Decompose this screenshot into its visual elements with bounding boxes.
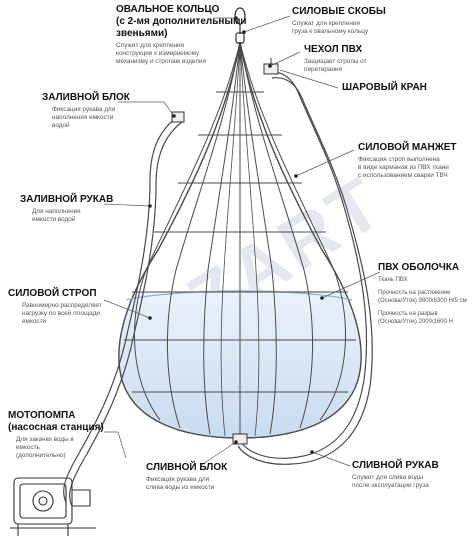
leader-lines — [103, 15, 381, 467]
label-pvc-cover: ЧЕХОЛ ПВХ Защищает стропы от перетирания — [304, 44, 424, 74]
label-power-sling: СИЛОВОЙ СТРОП Равномерно распределяет на… — [8, 288, 108, 326]
power-cuff-desc: Фиксация строп выполнена в виде карманов… — [358, 156, 449, 179]
oval-ring-desc: Служит для крепления конструкции к измер… — [116, 42, 206, 65]
label-drain-block: СЛИВНОЙ БЛОК Фиксация рукава для слива в… — [146, 462, 256, 492]
label-ball-valve: ШАРОВЫЙ КРАН — [342, 82, 462, 94]
oval-ring-title: ОВАЛЬНОЕ КОЛЬЦО (с 2-мя дополнительными … — [116, 4, 247, 39]
fill-hose-title: ЗАЛИВНОЙ РУКАВ — [20, 194, 114, 205]
label-shackles: СИЛОВЫЕ СКОБЫ Служат для крепления груза… — [292, 6, 422, 36]
pvc-shell-desc: Ткань ПВХ Прочность на растяжение (Основ… — [378, 277, 467, 325]
top-hardware — [234, 7, 246, 44]
shackles-desc: Служат для крепления груза к овальному к… — [292, 20, 369, 35]
drain-hose — [237, 71, 373, 465]
ball-valve-icon — [263, 58, 279, 75]
power-sling-desc: Равномерно распределяет нагрузку по всей… — [22, 302, 102, 325]
fill-block-desc: Фиксация рукава для наполнения емкости в… — [52, 106, 116, 129]
label-oval-ring: ОВАЛЬНОЕ КОЛЬЦО (с 2-мя дополнительными … — [116, 4, 247, 66]
label-pump: МОТОПОМПА (насосная станция) Для закачки… — [8, 410, 108, 460]
pvc-cover-title: ЧЕХОЛ ПВХ — [304, 44, 363, 55]
fill-block-icon — [171, 111, 185, 123]
motor-pump-icon — [10, 477, 96, 536]
label-fill-hose: ЗАЛИВНОЙ РУКАВ Для наполнения емкости во… — [20, 194, 120, 224]
label-power-cuff: СИЛОВОЙ МАНЖЕТ Фиксация строп выполнена … — [358, 142, 474, 180]
fill-block-title: ЗАЛИВНОЙ БЛОК — [42, 92, 130, 103]
shackle-icon — [235, 32, 245, 44]
pvc-cover-desc: Защищает стропы от перетирания — [304, 58, 367, 73]
leader-dots — [148, 16, 324, 454]
drain-hose-title: СЛИВНОЙ РУКАВ — [352, 460, 439, 471]
drain-block-icon — [232, 433, 248, 445]
pvc-shell-title: ПВХ ОБОЛОЧКА — [378, 262, 460, 273]
drain-hose-desc: Служит для слива воды после эксплуатации… — [352, 474, 429, 489]
fill-hose — [63, 117, 183, 507]
label-pvc-shell: ПВХ ОБОЛОЧКА Ткань ПВХ Прочность на раст… — [378, 262, 472, 326]
fill-hose-desc: Для наполнения емкости водой — [32, 208, 81, 223]
pump-title: МОТОПОМПА (насосная станция) — [8, 410, 104, 433]
label-fill-block: ЗАЛИВНОЙ БЛОК Фиксация рукава для наполн… — [42, 92, 152, 130]
drain-block-title: СЛИВНОЙ БЛОК — [146, 462, 228, 473]
pump-desc: Для закачки воды в емкость (дополнительн… — [16, 436, 74, 459]
cuff-bands — [124, 91, 356, 393]
drain-block-desc: Фиксация рукава для слива воды из емкост… — [146, 476, 215, 491]
sling-strips — [134, 41, 346, 438]
shackles-title: СИЛОВЫЕ СКОБЫ — [292, 6, 386, 17]
power-cuff-title: СИЛОВОЙ МАНЖЕТ — [358, 142, 457, 153]
ball-valve-title: ШАРОВЫЙ КРАН — [342, 82, 427, 93]
label-drain-hose: СЛИВНОЙ РУКАВ Служит для слива воды посл… — [352, 460, 468, 490]
power-sling-title: СИЛОВОЙ СТРОП — [8, 288, 97, 299]
